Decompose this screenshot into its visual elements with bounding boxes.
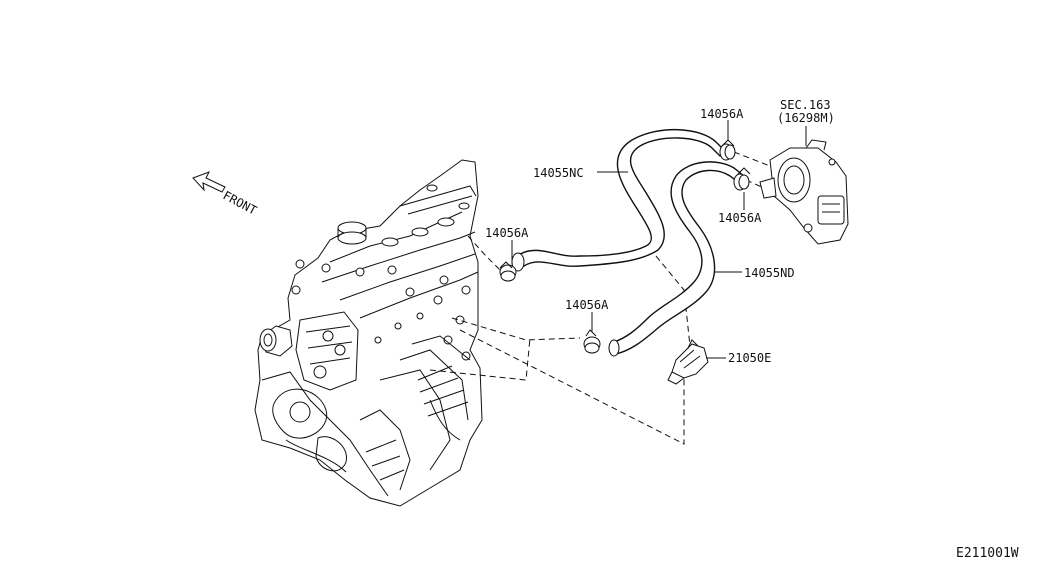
front-label: FRONT [221,188,259,217]
bracket-21050e [667,339,709,385]
clamp-right [733,167,751,191]
diagram-code: E211001W [956,546,1019,561]
hose-14055nd [608,161,746,357]
clamp-top [719,139,736,161]
label-section: SEC.163 [780,98,831,112]
throttle-body [759,139,849,245]
label-hose-14055nd: 14055ND [744,266,795,280]
hose-14055nc [511,129,728,272]
front-arrow-icon [192,171,226,193]
label-hose-14055nc: 14055NC [533,166,584,180]
label-clamp-right: 14056A [718,211,762,225]
label-leaders [511,120,807,359]
clamp-lower [583,329,601,354]
engine-block [254,159,483,507]
dashed-leaders [429,151,771,445]
label-section-part: (16298M) [777,111,835,125]
label-bracket-21050e: 21050E [728,351,771,365]
clamp-left [499,261,517,282]
label-clamp-left: 14056A [485,226,529,240]
label-clamp-lower: 14056A [565,298,609,312]
label-clamp-top: 14056A [700,107,744,121]
